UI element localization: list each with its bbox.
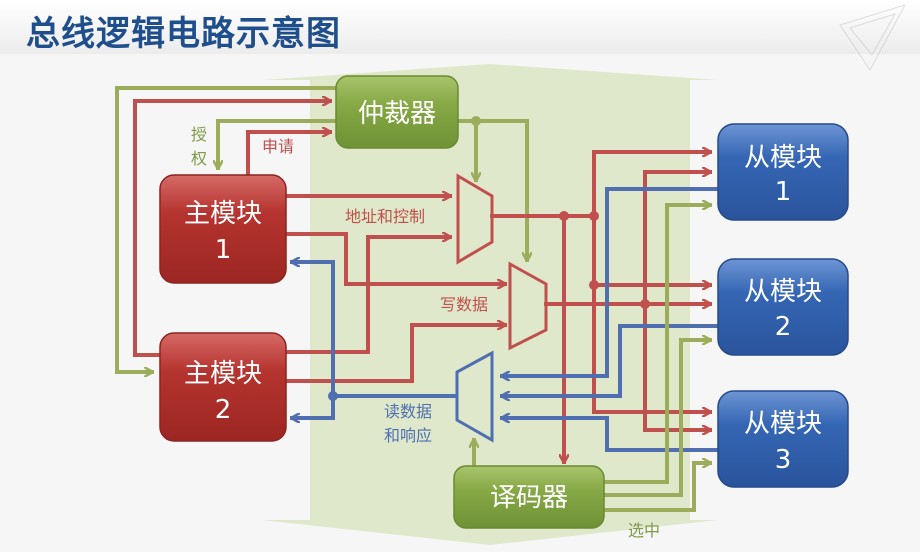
arbiter-label: 仲裁器 [358, 99, 436, 129]
select-wire-slave3 [601, 463, 712, 512]
decoder-block[interactable]: 译码器 [453, 465, 605, 529]
select-wire-slave2 [601, 340, 712, 497]
junction-dots [328, 116, 650, 401]
title-bar [0, 0, 920, 54]
addr-ctrl-label: 地址和控制 [345, 207, 425, 226]
master1-number: 1 [215, 235, 232, 265]
rdata-wire-slave3 [500, 418, 718, 452]
rdata-wire-slave1 [500, 187, 718, 376]
write-data-label: 写数据 [440, 295, 488, 314]
select-wire-slave1 [601, 205, 712, 484]
bus-background-arrow [262, 64, 718, 545]
read-data-label: 读数据 [384, 402, 432, 421]
wdata-wire-master2 [286, 325, 507, 383]
request-wire-master1 [246, 132, 332, 178]
page-title: 总线逻辑电路示意图 [26, 14, 341, 54]
read-response-label: 和响应 [384, 426, 432, 445]
wdata-bus-vertical [643, 170, 712, 430]
slave3-number: 3 [775, 445, 792, 475]
slave-module-3[interactable]: 从模块 3 [717, 390, 849, 488]
grant-wire-master2 [115, 86, 337, 372]
master2-number: 2 [215, 395, 232, 425]
request-wire-master2 [133, 101, 332, 357]
master2-label: 主模块 [184, 359, 262, 389]
slave2-label: 从模块 [744, 277, 822, 307]
slave1-number: 1 [775, 177, 792, 207]
slave2-number: 2 [775, 312, 792, 342]
grant-label-1: 授 [191, 125, 207, 144]
master-module-2[interactable]: 主模块 2 [159, 332, 287, 442]
addr-ctrl-mux [456, 173, 494, 265]
master-module-1[interactable]: 主模块 1 [159, 174, 287, 284]
slave-module-2[interactable]: 从模块 2 [717, 258, 849, 356]
rdata-to-master1 [290, 262, 335, 398]
select-label: 选中 [628, 521, 660, 540]
request-label: 申请 [262, 137, 294, 156]
addr-bus-vertical [592, 150, 712, 412]
rdata-to-master2 [290, 394, 335, 418]
arbiter-block[interactable]: 仲裁器 [335, 75, 459, 149]
grant-wire-master1 [218, 119, 337, 170]
decorative-ruler-icon [839, 4, 907, 71]
master1-label: 主模块 [184, 199, 262, 229]
decoder-label: 译码器 [490, 483, 568, 513]
read-data-mux [455, 350, 494, 443]
addr-wire-master2 [286, 237, 452, 354]
write-data-mux [508, 261, 548, 351]
slave-module-1[interactable]: 从模块 1 [717, 123, 849, 221]
wdata-wire-master1 [286, 232, 507, 284]
slave1-label: 从模块 [744, 143, 822, 173]
slave3-label: 从模块 [744, 409, 822, 439]
grant-label-2: 权 [191, 149, 207, 168]
